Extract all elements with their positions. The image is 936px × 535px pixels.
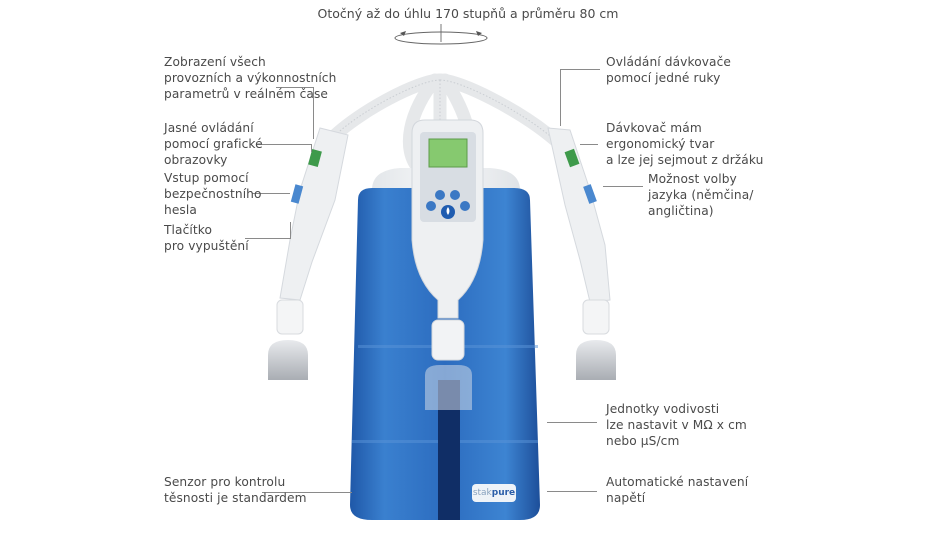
callout-conductivity: Jednotky vodivosti lze nastavit v MΩ x c… xyxy=(606,402,747,448)
leader-display xyxy=(313,87,314,139)
callout-graphic-screen: Jasné ovládání pomocí grafické obrazovky xyxy=(164,121,263,167)
left-dispenser xyxy=(268,127,349,380)
up-button-icon xyxy=(435,190,445,200)
leader-leak-sensor xyxy=(262,492,352,493)
brand-light: stak xyxy=(472,488,492,498)
leader-voltage xyxy=(547,491,597,492)
leader-display-h xyxy=(276,87,314,88)
plus-button-icon xyxy=(460,201,470,211)
callout-language: Možnost volby jazyka (němčina/ angličtin… xyxy=(648,172,754,218)
leader-graphic-screen xyxy=(256,144,312,145)
leader-one-hand xyxy=(560,69,600,70)
brand-bold: pure xyxy=(491,488,516,498)
rotation-caption: Otočný až do úhlu 170 stupňů a průměru 8… xyxy=(317,6,619,21)
callout-voltage: Automatické nastavení napětí xyxy=(606,475,749,505)
brand-badge: stakpure xyxy=(472,484,516,502)
callout-password: Vstup pomocí bezpečnostního hesla xyxy=(164,171,262,217)
leader-password xyxy=(252,193,290,194)
leader-graphic-screen-v xyxy=(311,144,312,152)
leader-conductivity xyxy=(547,422,597,423)
down-button-icon xyxy=(450,190,460,200)
callout-display: Zobrazení všech provozních a výkonnostní… xyxy=(164,55,337,101)
leader-release xyxy=(245,238,291,239)
leader-ergonomic xyxy=(580,144,598,145)
leader-language xyxy=(603,186,643,187)
callout-release-button: Tlačítko pro vypuštění xyxy=(164,223,249,253)
callout-one-hand: Ovládání dávkovače pomocí jedné ruky xyxy=(606,55,732,85)
center-screen xyxy=(428,138,468,168)
minus-button-icon xyxy=(426,201,436,211)
rotation-arrow-icon xyxy=(394,24,488,45)
callout-leak-sensor: Senzor pro kontrolu těsnosti je standard… xyxy=(164,475,307,505)
callout-ergonomic: Dávkovač mám ergonomický tvar a lze jej … xyxy=(606,121,764,167)
leader-release-v xyxy=(290,222,291,239)
leader-one-hand-v xyxy=(560,69,561,126)
right-dispenser xyxy=(547,127,616,380)
